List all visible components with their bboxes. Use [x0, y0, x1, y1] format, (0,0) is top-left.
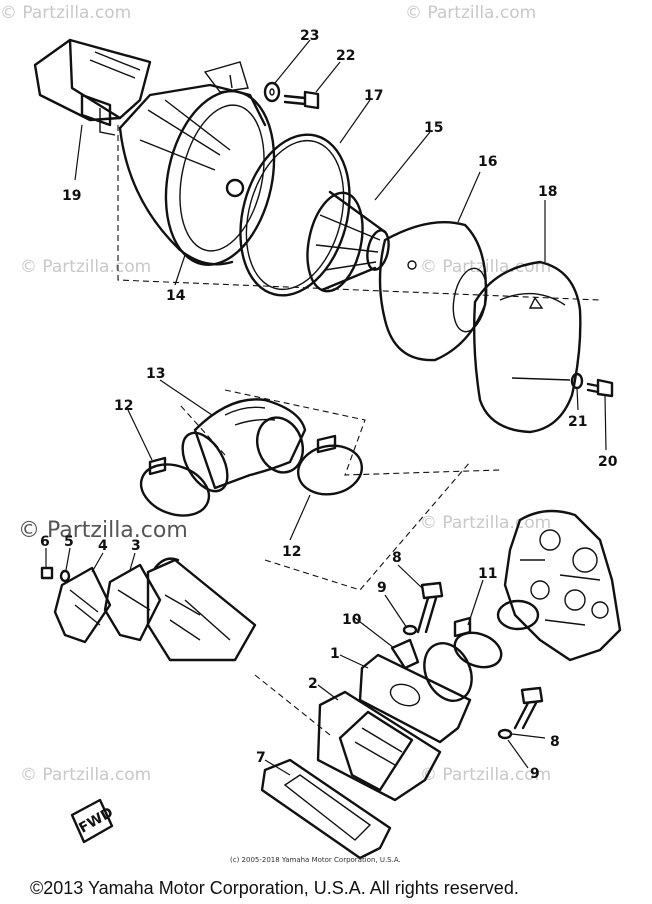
part-number-13: 13 [146, 366, 165, 382]
part-number-14: 14 [166, 288, 186, 304]
part-number-10: 10 [342, 612, 362, 628]
part-2-reed-valve [316, 690, 442, 802]
part-14-air-box [118, 61, 276, 266]
watermark: © Partzilla.com [0, 3, 131, 23]
watermark-dark: © Partzilla.com [18, 518, 188, 543]
watermark: © Partzilla.com [405, 3, 536, 23]
part-4-reed-stopper [53, 566, 112, 644]
part-number-9-upper: 9 [377, 580, 387, 596]
assembly-guide-lines [117, 125, 601, 736]
part-18-filter-cover [472, 260, 582, 434]
part-number-1: 1 [330, 646, 340, 662]
part-21-washer [570, 372, 584, 390]
part-6-nut [40, 566, 54, 580]
part-number-22: 22 [336, 48, 355, 64]
watermark: © Partzilla.com [420, 513, 551, 533]
part-1-manifold [358, 642, 473, 744]
part-number-16: 16 [478, 154, 497, 170]
part-number-23: 23 [300, 28, 319, 44]
part-11-clamp [453, 616, 503, 669]
part-number-8-lower: 8 [550, 734, 560, 750]
part-8-bolt-lower [513, 686, 544, 730]
part-number-19: 19 [62, 188, 81, 204]
part-20-screw [586, 378, 614, 398]
reed-valve-block [146, 557, 257, 662]
part-7-gasket [260, 758, 392, 860]
part-5-washer [59, 569, 71, 583]
part-number-4: 4 [98, 538, 108, 554]
part-number-8-upper: 8 [392, 550, 402, 566]
part-23-washer [263, 81, 281, 103]
leader-lines [45, 39, 607, 776]
part-22-bolt [283, 90, 320, 110]
part-10-lock-plate [390, 638, 420, 670]
part-number-15: 15 [424, 120, 443, 136]
part-number-11: 11 [478, 566, 497, 582]
part-number-21: 21 [568, 414, 587, 430]
part-number-5: 5 [64, 534, 74, 550]
part-number-6: 6 [40, 534, 50, 550]
part-8-bolt-upper [416, 581, 444, 634]
part-9-washer-lower [497, 728, 513, 740]
watermark-group: © Partzilla.com © Partzilla.com © Partzi… [0, 3, 551, 785]
part-12-clamp-right [297, 434, 363, 496]
part-17-gasket [239, 133, 351, 297]
watermark: © Partzilla.com [20, 257, 151, 277]
forward-direction-marker: FWD [70, 798, 116, 844]
part-12-clamp-left [139, 456, 211, 517]
part-number-labels: 23 22 17 15 16 18 19 14 13 12 12 21 20 6… [40, 28, 618, 782]
part-19-intake-duct [33, 38, 152, 136]
watermark: © Partzilla.com [20, 765, 151, 785]
engine-carburetor [496, 509, 622, 662]
part-number-3: 3 [131, 538, 141, 554]
part-13-intake-boot [181, 398, 307, 493]
part-15-filter-cage [306, 190, 390, 293]
part-number-18: 18 [538, 184, 557, 200]
part-number-7: 7 [256, 750, 266, 766]
copyright-small: (c) 2005-2018 Yamaha Motor Corporation, … [230, 856, 401, 864]
part-3-reed-petal [103, 563, 162, 642]
part-9-washer-upper [402, 624, 418, 636]
part-number-20: 20 [598, 454, 618, 470]
watermark: © Partzilla.com [420, 765, 551, 785]
part-number-9-lower: 9 [530, 766, 540, 782]
part-number-2: 2 [308, 676, 318, 692]
part-number-12-right: 12 [282, 544, 301, 560]
part-16-filter-element [378, 220, 488, 362]
copyright-main: ©2013 Yamaha Motor Corporation, U.S.A. A… [30, 878, 519, 898]
part-number-12-left: 12 [114, 398, 133, 414]
part-number-17: 17 [364, 88, 383, 104]
